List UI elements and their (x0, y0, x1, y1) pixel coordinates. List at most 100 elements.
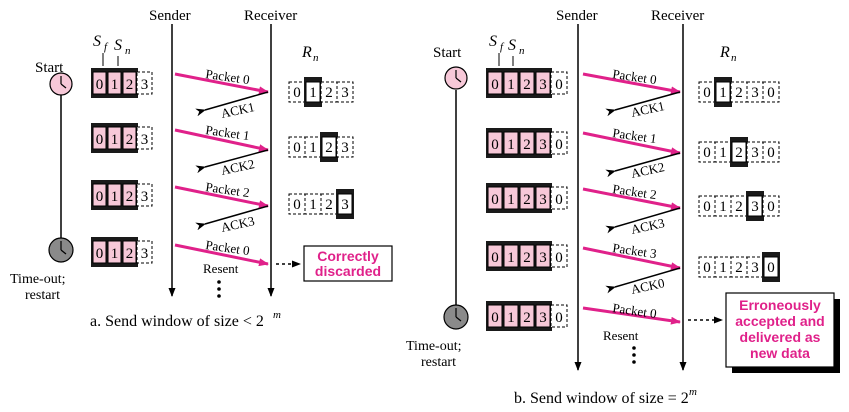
sender-window-b-cell (487, 244, 503, 268)
svg-text:n: n (125, 45, 131, 57)
packet-arrow-b (582, 131, 681, 156)
sender-window-b-cell-label: 1 (507, 77, 515, 93)
sender-window-a-cell-label: 1 (111, 77, 119, 93)
caption-b: b. Send window of size = 2 m (514, 386, 697, 407)
svg-text:R: R (719, 44, 730, 61)
receiver-window-b-cell-label: 0 (767, 85, 775, 101)
start-label-a: Start (35, 60, 64, 76)
sender-window-b-cell-label: 2 (523, 310, 531, 326)
sender-window-b-cell (550, 186, 568, 210)
ack-arrow-b (605, 207, 681, 234)
sn-label-b: S n (508, 37, 525, 57)
erroneously-accepted-box (725, 292, 835, 368)
ack-label-b: ACK2 (630, 159, 666, 181)
sender-window-a-cell (122, 240, 137, 264)
receiver-window-b-cell-label: 2 (735, 145, 743, 161)
sender-label-b: Sender (556, 8, 598, 24)
receiver-window-a-cell-label: 1 (309, 140, 317, 156)
panel-a: Sender Receiver Start Time-out; restart … (10, 8, 393, 330)
packet-label-a: Packet 0 (205, 66, 251, 87)
sender-window-a-cell (122, 71, 137, 95)
sender-window-a-cell-label: 3 (141, 77, 149, 93)
sender-window-b-cell-label: 2 (523, 192, 531, 208)
timeout-label-b: Time-out; (406, 339, 462, 354)
erroneous-line-2: accepted and (735, 313, 824, 329)
rn-label-a: R n (301, 44, 319, 64)
sender-window-b-cell (519, 131, 535, 155)
svg-text:S: S (489, 33, 497, 50)
continuation-dots-a (217, 280, 221, 298)
sender-window-b-cell-label: 3 (539, 250, 547, 266)
receiver-window-b-cell-label: 3 (751, 199, 759, 215)
receiver-window-a-rn-cell (337, 193, 353, 215)
sender-window-a-cell-label: 0 (96, 189, 104, 205)
svg-text:S: S (114, 37, 122, 54)
receiver-window-b-cell-label: 3 (751, 145, 759, 161)
svg-text:S: S (93, 33, 101, 50)
ack-arrow-a (195, 149, 269, 174)
packet-label-b: Packet 3 (612, 240, 658, 261)
start-clock-icon-b (444, 66, 468, 90)
svg-text:a. Send window of size < 2: a. Send window of size < 2 (90, 313, 264, 330)
correctly-discarded-box (303, 245, 393, 282)
discarded-label: discarded (315, 263, 381, 279)
sender-window-b-cell (519, 71, 535, 95)
sender-window-b-cell-label: 0 (491, 192, 499, 208)
sender-window-b-cell (550, 244, 568, 268)
sender-window-b-cell-label: 0 (491, 310, 499, 326)
sender-window-a-cell-label: 3 (141, 189, 149, 205)
receiver-window-a-cell-label: 2 (325, 85, 333, 101)
sender-window-a-cell-label: 1 (111, 132, 119, 148)
receiver-window-b-cell-label: 0 (767, 260, 775, 276)
receiver-window-a-cell-label: 2 (325, 140, 333, 156)
sender-window-a-cell (136, 126, 153, 150)
packet-arrow-a (174, 185, 269, 209)
sender-window-b-cell-label: 0 (555, 310, 563, 326)
sender-window-a-cell (136, 71, 153, 95)
packet-label-a: Packet 2 (205, 179, 251, 200)
receiver-window-b-cell-label: 0 (703, 260, 711, 276)
sender-window-b-cell (503, 186, 519, 210)
ack-label-a: ACK3 (220, 213, 256, 235)
sender-window-a-cell (136, 183, 153, 207)
sender-window-a-cell-label: 2 (126, 246, 134, 262)
ack-arrow-b (605, 267, 681, 294)
receiver-window-b-cell-label: 0 (703, 85, 711, 101)
receiver-window-b-cell-label: 3 (751, 260, 759, 276)
start-clock-icon-a (49, 72, 73, 96)
packet-arrow-b (582, 187, 681, 211)
ack-label-b: ACK3 (630, 215, 666, 237)
receiver-window-b-rn-cell (731, 141, 747, 163)
sn-label-a: S n (114, 37, 131, 57)
receiver-window-a-cell-label: 1 (309, 197, 317, 213)
sender-window-a-cell-label: 1 (111, 189, 119, 205)
sender-window-a-cell (136, 240, 153, 264)
receiver-window-b-cell-label: 0 (767, 145, 775, 161)
receiver-window-a-rn-cell (321, 136, 337, 158)
receiver-window-b-cell-label: 2 (735, 260, 743, 276)
receiver-window-a-cell-label: 0 (293, 85, 301, 101)
sender-window-b-cell-label: 3 (539, 192, 547, 208)
receiver-window-a-cell-label: 3 (341, 197, 349, 213)
ack-label-b: ACK0 (630, 275, 666, 297)
sender-window-a-cell (92, 240, 107, 264)
sender-window-a-cell (92, 71, 107, 95)
sender-window-b-cell (535, 71, 551, 95)
sf-label-a: S f (93, 33, 109, 53)
receiver-label-a: Receiver (244, 8, 297, 24)
timeout-label-a: Time-out; (10, 272, 66, 287)
sender-window-a-cell-label: 1 (111, 246, 119, 262)
sender-window-a-cell (107, 126, 122, 150)
sender-window-b-cell (519, 304, 535, 328)
sender-window-a-cell (92, 183, 107, 207)
packet-label-a: Packet 0 (205, 237, 251, 258)
packet-label-b: Packet 1 (612, 125, 658, 146)
packet-arrow-a (174, 72, 269, 95)
svg-text:n: n (519, 45, 525, 57)
receiver-window-b-rn-cell (715, 81, 731, 103)
receiver-window-b-rn-cell (747, 195, 763, 217)
receiver-window-b-cell-label: 0 (767, 199, 775, 215)
sender-window-a-cell-label: 2 (126, 132, 134, 148)
sender-window-b-cell (550, 131, 568, 155)
